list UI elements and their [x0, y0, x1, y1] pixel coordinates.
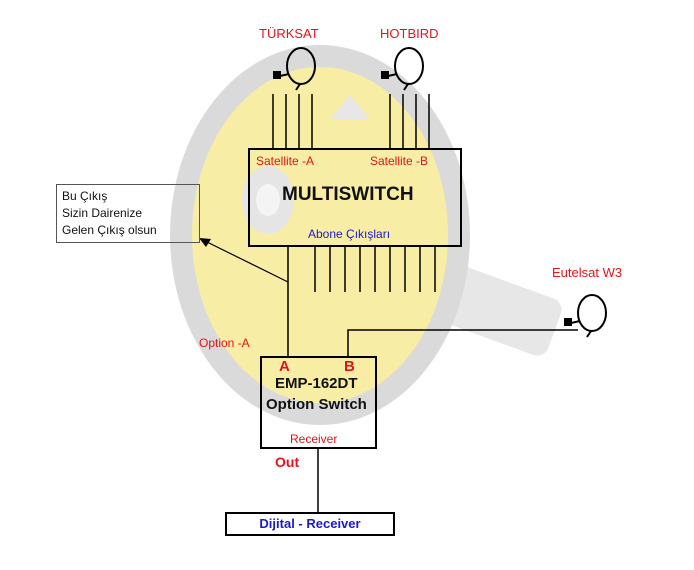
watermark-eye-highlight [256, 184, 280, 216]
watermark-face [192, 67, 448, 403]
eutelsat-dish-icon [564, 294, 607, 338]
note-arrow-head [199, 238, 211, 247]
note-line-1: Bu Çıkış [62, 189, 108, 203]
port-b-label: B [344, 358, 355, 375]
digital-receiver-box: Dijital - Receiver [225, 512, 395, 536]
note-arrow-line [204, 240, 289, 283]
note-box: Bu Çıkış Sizin Dairenize Gelen Çıkış ols… [56, 184, 200, 243]
eutelsat-label: Eutelsat W3 [552, 265, 623, 280]
note-line-2: Sizin Dairenize [62, 206, 143, 220]
satellite-b-label: Satellite -B [370, 154, 429, 168]
turksat-cables [272, 94, 313, 148]
eutelsat-cable [347, 329, 578, 356]
multiswitch-title: MULTISWITCH [282, 184, 414, 205]
digital-receiver-label: Dijital - Receiver [259, 516, 361, 531]
out-label: Out [275, 454, 300, 470]
switch-name-label: Option Switch [266, 396, 367, 413]
abone-outputs-label: Abone Çıkışları [308, 227, 391, 241]
turksat-dish-icon [273, 47, 316, 91]
option-a-label: Option -A [199, 336, 250, 350]
port-a-label: A [279, 358, 290, 375]
note-line-3: Gelen Çıkış olsun [62, 223, 157, 237]
turksat-label: TÜRKSAT [259, 26, 319, 41]
hotbird-label: HOTBIRD [380, 26, 439, 41]
multiswitch-box: Satellite -A Satellite -B MULTISWITCH Ab… [248, 148, 462, 247]
option-switch-box: A B EMP-162DT Option Switch Receiver [260, 356, 377, 449]
switch-model-label: EMP-162DT [275, 375, 358, 392]
multiswitch-output-cables [314, 246, 436, 292]
satellite-a-label: Satellite -A [256, 154, 315, 168]
hotbird-dish-icon [381, 47, 424, 91]
switch-receiver-label: Receiver [290, 432, 338, 446]
hotbird-cables [389, 94, 430, 148]
watermark-brow [330, 95, 370, 120]
